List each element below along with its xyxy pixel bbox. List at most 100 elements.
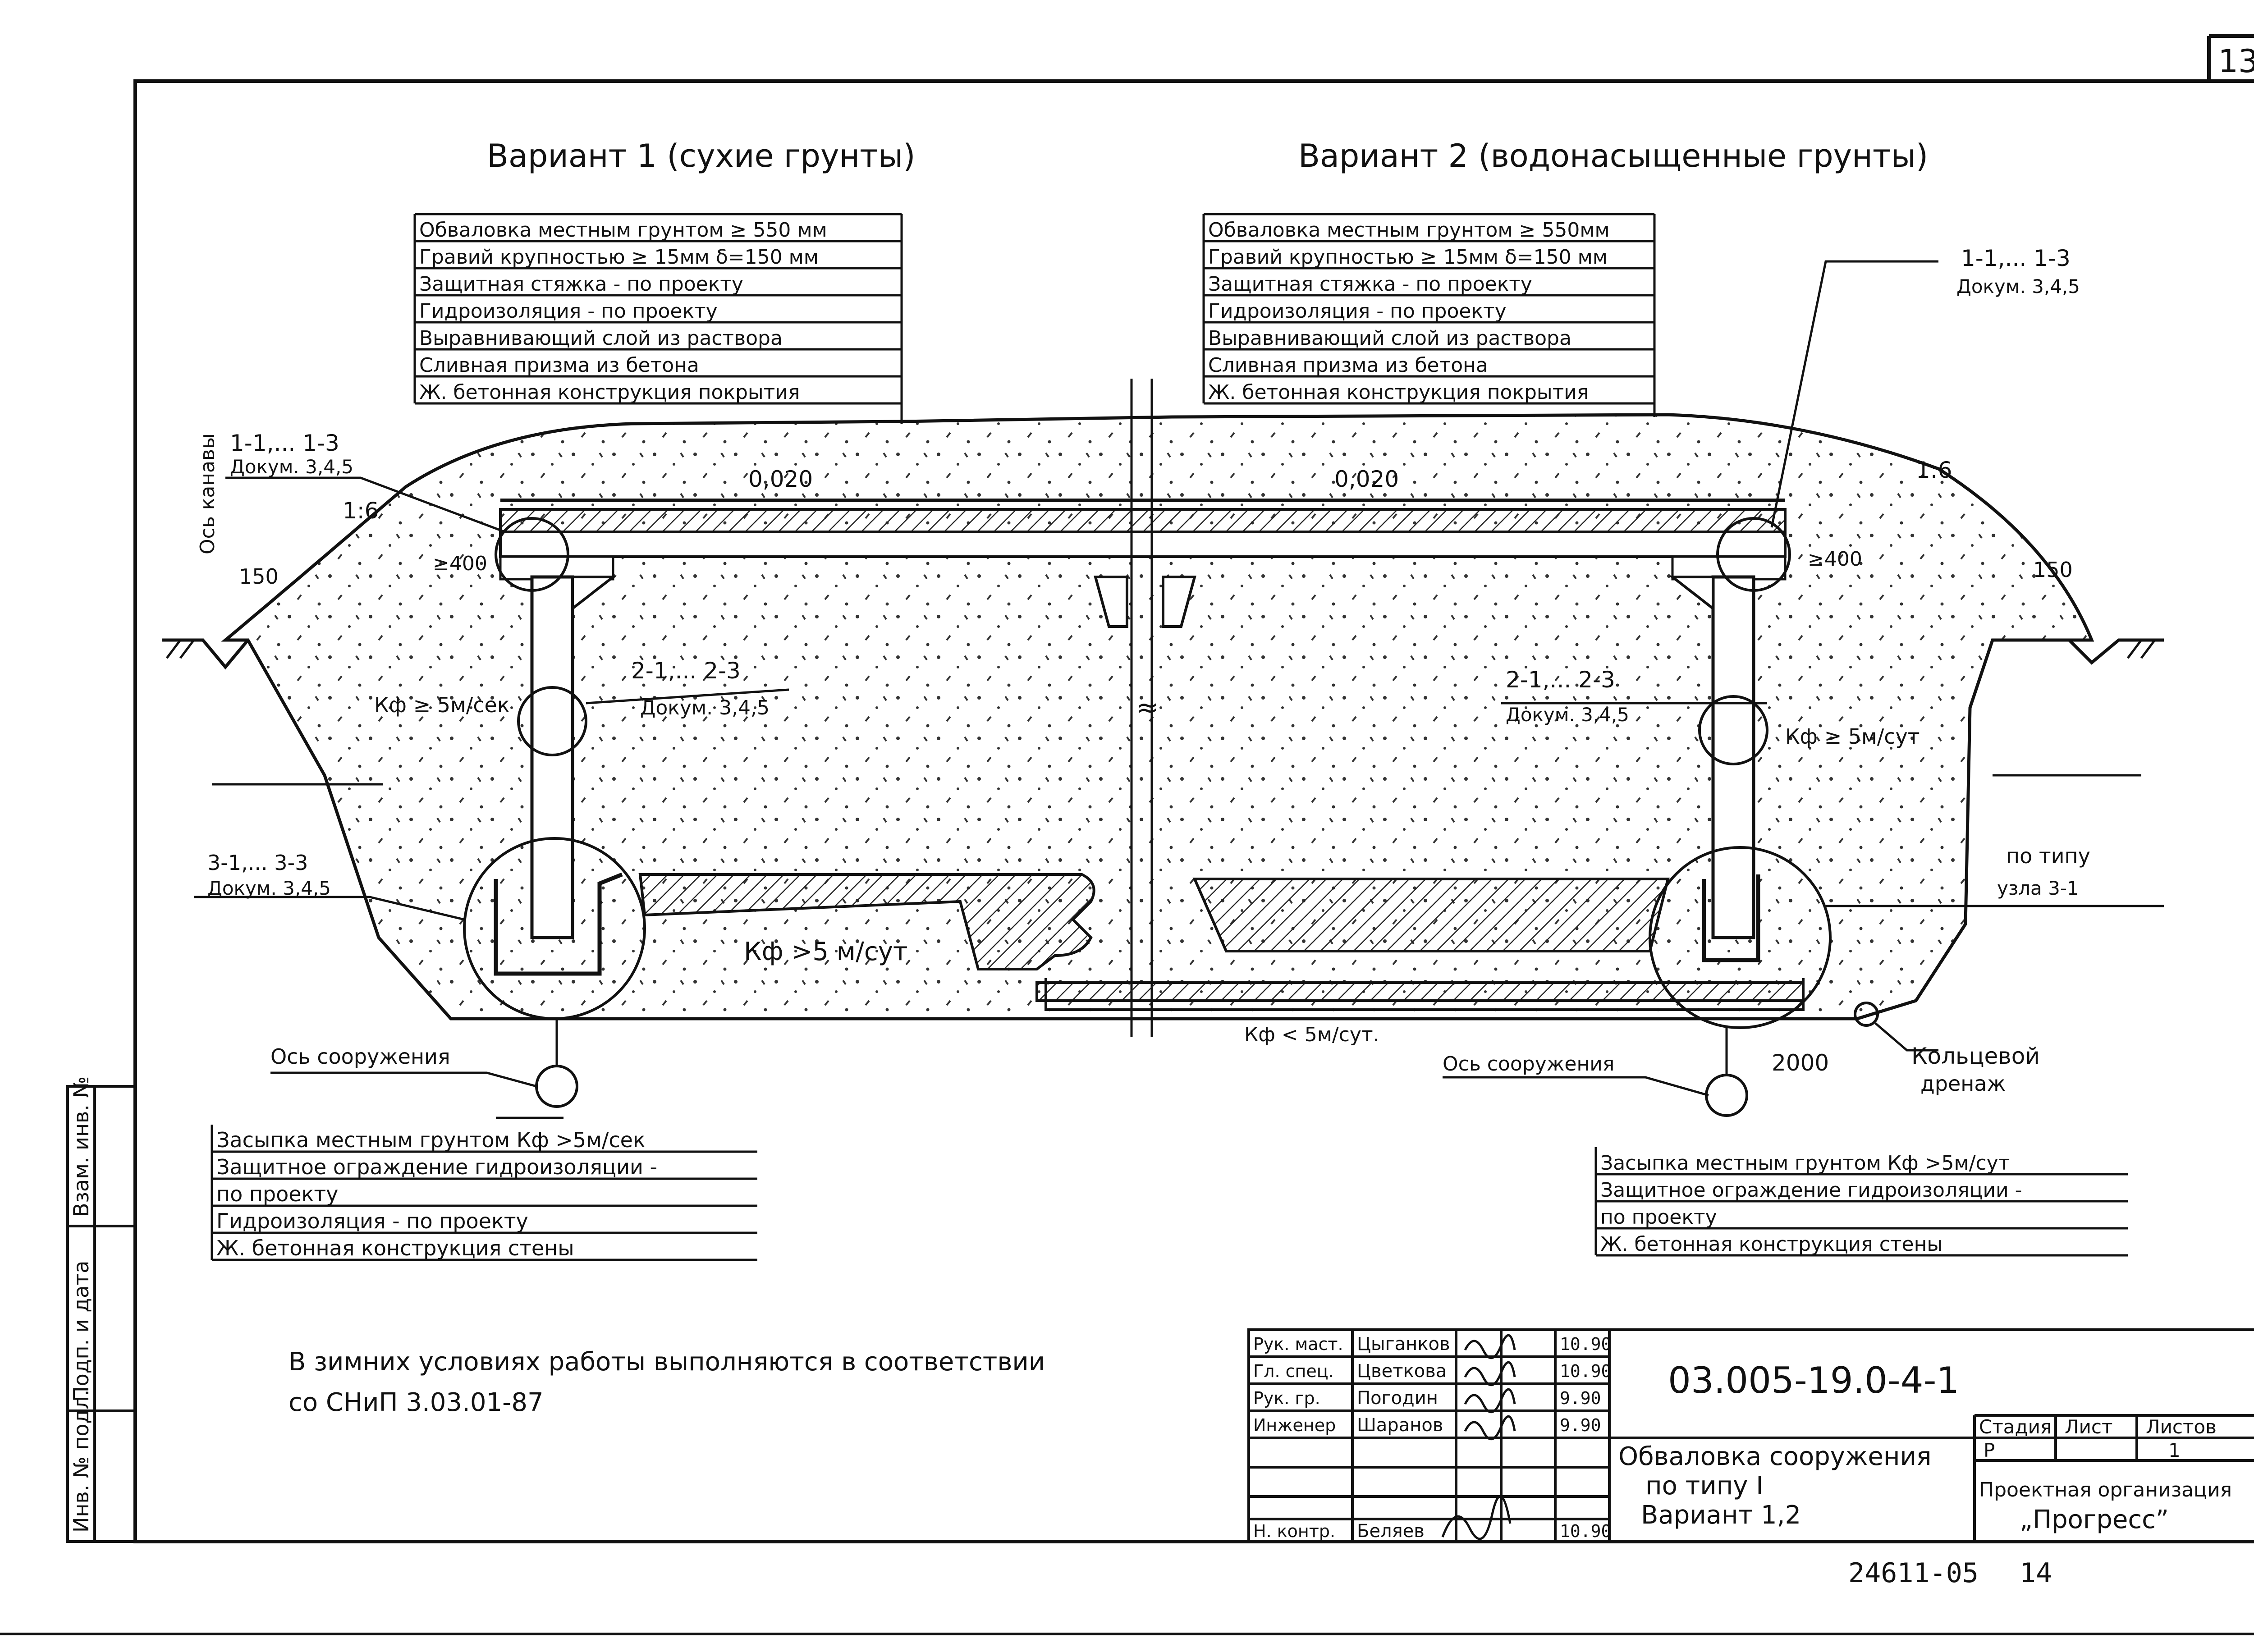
v2-kf-bottom: Кф < 5м/сут. xyxy=(1244,1023,1379,1046)
note-line-2: со СНиП 3.03.01-87 xyxy=(289,1388,544,1417)
footings xyxy=(494,872,1760,976)
tb-name: Цыганков xyxy=(1357,1334,1450,1355)
v1-roof-layer: Гравий крупностью ≥ 15мм δ=150 мм xyxy=(419,246,819,269)
title-block xyxy=(1247,1328,2254,1543)
v1-node2-ref: 2-1,... 2-3 xyxy=(631,658,741,684)
tb-stage-value: Р xyxy=(1984,1439,1995,1461)
v2-wall-layer: по проекту xyxy=(1600,1206,1717,1229)
v1-node2-doc: Докум. 3,4,5 xyxy=(640,696,770,719)
v1-wall-layer: Защитное ограждение гидроизоляции - xyxy=(216,1155,657,1179)
variant1-layer-table xyxy=(413,213,903,424)
v2-roof-layer: Выравнивающий слой из раствора xyxy=(1208,327,1571,350)
tb-sheets-header: Листов xyxy=(2146,1416,2217,1438)
sheet-frame xyxy=(0,34,2254,1635)
tb-name: Шаранов xyxy=(1357,1415,1443,1436)
side-stamp xyxy=(66,1085,137,1543)
v1-wall-layer: Ж. бетонная конструкция стены xyxy=(216,1236,574,1260)
v1-roof-layer: Обваловка местным грунтом ≥ 550 мм xyxy=(419,219,827,242)
tb-role: Гл. спец. xyxy=(1253,1361,1334,1381)
signatures xyxy=(1441,1334,1516,1540)
v1-kf-bottom: Кф >5 м/сут xyxy=(744,937,907,966)
v2-wall-layer: Засыпка местным грунтом Кф >5м/сут xyxy=(1600,1152,2010,1175)
v1-roof-layer: Гидроизоляция - по проекту xyxy=(419,300,718,323)
tb-date: 10.90 xyxy=(1560,1521,1611,1541)
v2-wall-layer-table xyxy=(1594,1147,2128,1257)
v2-roof-layer: Сливная призма из бетона xyxy=(1208,354,1488,377)
v2-roof-layer: Защитная стяжка - по проекту xyxy=(1208,273,1532,296)
v1-axis-label: Ось сооружения xyxy=(270,1044,450,1069)
leader-lines xyxy=(194,260,2164,1119)
tb-sheets-value: 1 xyxy=(2168,1439,2181,1461)
variant2-layer-table xyxy=(1202,213,1656,417)
v2-roof-layer: Ж. бетонная конструкция покрытия xyxy=(1208,381,1589,404)
v2-dim-2000: 2000 xyxy=(1772,1050,1829,1076)
v2-node2-doc: Докум. 3,4,5 xyxy=(1506,704,1629,726)
break-line xyxy=(1130,379,1153,1037)
v1-kf-side: Кф ≥ 5м/сек xyxy=(374,693,510,717)
page-number: 13 xyxy=(2218,43,2254,80)
variant2-title: Вариант 2 (водонасыщенные грунты) xyxy=(1298,137,1928,174)
bottom-code: 24611-05 xyxy=(1848,1557,1979,1589)
v1-roof-layer: Ж. бетонная конструкция покрытия xyxy=(419,381,800,404)
side-stamp-inv: Инв. № подл. xyxy=(69,1390,93,1533)
v1-node1-doc: Докум. 3,4,5 xyxy=(230,456,353,478)
ground-hatch xyxy=(166,639,2156,659)
bottom-page: 14 xyxy=(2020,1557,2052,1589)
v2-dim-150: 150 xyxy=(2033,558,2073,582)
tb-role: Н. контр. xyxy=(1253,1521,1335,1541)
v1-node3-ref: 3-1,... 3-3 xyxy=(207,851,308,875)
v2-roof-layer: Гидроизоляция - по проекту xyxy=(1208,300,1507,323)
v1-node3-doc: Докум. 3,4,5 xyxy=(207,877,331,899)
v1-roof-layer: Сливная призма из бетона xyxy=(419,354,699,377)
tb-title-3: Вариант 1,2 xyxy=(1641,1501,1801,1530)
tb-org-2: „Прогресс” xyxy=(2020,1505,2169,1534)
tb-name: Цветкова xyxy=(1357,1361,1447,1382)
v2-roof-layer: Обваловка местным грунтом ≥ 550мм xyxy=(1208,219,1610,242)
haunches xyxy=(571,576,1714,628)
v1-wall-layer-table xyxy=(211,1125,757,1261)
v1-grade: 0,020 xyxy=(748,466,813,492)
v2-drain-1: Кольцевой xyxy=(1911,1043,2040,1069)
tb-date: 9.90 xyxy=(1560,1388,1601,1408)
tb-title-2: по типу I xyxy=(1645,1471,1764,1501)
tb-org-1: Проектная организация xyxy=(1979,1478,2232,1501)
v2-slope: 1:6 xyxy=(1916,457,1952,483)
v1-node1-ref: 1-1,... 1-3 xyxy=(230,430,339,456)
v2-wall-layer: Ж. бетонная конструкция стены xyxy=(1600,1233,1942,1256)
v2-node3-doc: узла 3-1 xyxy=(1997,877,2079,899)
axis-lines xyxy=(555,1019,1728,1075)
tb-date: 10.90 xyxy=(1560,1334,1611,1354)
floor xyxy=(638,873,1805,1011)
side-stamp-repl: Взам. инв. № xyxy=(69,1076,93,1217)
v2-drain-2: дренаж xyxy=(1920,1071,2006,1096)
tb-role: Рук. маст. xyxy=(1253,1334,1343,1354)
v2-roof-layer: Гравий крупностью ≥ 15мм δ=150 мм xyxy=(1208,246,1608,269)
break-symbol: ≈ xyxy=(1136,692,1159,723)
v2-axis-label: Ось сооружения xyxy=(1443,1053,1614,1075)
roof-slab xyxy=(499,499,1787,581)
tb-stage-header: Стадия xyxy=(1979,1416,2052,1438)
note-line-1: В зимних условиях работы выполняются в с… xyxy=(289,1347,1045,1377)
side-stamp-sign: Подп. и дата xyxy=(69,1261,93,1402)
tb-name: Погодин xyxy=(1357,1388,1438,1409)
v1-wall-layer: Гидроизоляция - по проекту xyxy=(216,1209,528,1233)
tb-role: Инженер xyxy=(1253,1415,1336,1435)
tb-name: Беляев xyxy=(1357,1521,1425,1542)
v2-node2-ref: 2-1,... 2-3 xyxy=(1506,667,1615,693)
v2-kf-side: Кф ≥ 5м/сут xyxy=(1785,724,1920,749)
v1-dim-400: ≥400 xyxy=(433,552,487,575)
tb-date: 10.90 xyxy=(1560,1361,1611,1381)
v2-node1-doc: Докум. 3,4,5 xyxy=(1956,275,2080,297)
tb-sheet-header: Лист xyxy=(2065,1416,2112,1438)
v2-node1-ref: 1-1,... 1-3 xyxy=(1961,245,2071,271)
v2-wall-layer: Защитное ограждение гидроизоляции - xyxy=(1600,1179,2022,1202)
ditch-axis: Ось канавы xyxy=(196,433,219,554)
walls xyxy=(530,575,1755,939)
tb-date: 9.90 xyxy=(1560,1415,1601,1435)
v1-roof-layer: Защитная стяжка - по проекту xyxy=(419,273,743,296)
v1-wall-layer: по проекту xyxy=(216,1182,338,1206)
v1-wall-layer: Засыпка местным грунтом Кф >5м/сек xyxy=(216,1128,646,1152)
embankment xyxy=(221,413,2094,1020)
v2-node3-ref: по типу xyxy=(2006,844,2090,868)
tb-title-1: Обваловка сооружения xyxy=(1618,1442,1932,1471)
